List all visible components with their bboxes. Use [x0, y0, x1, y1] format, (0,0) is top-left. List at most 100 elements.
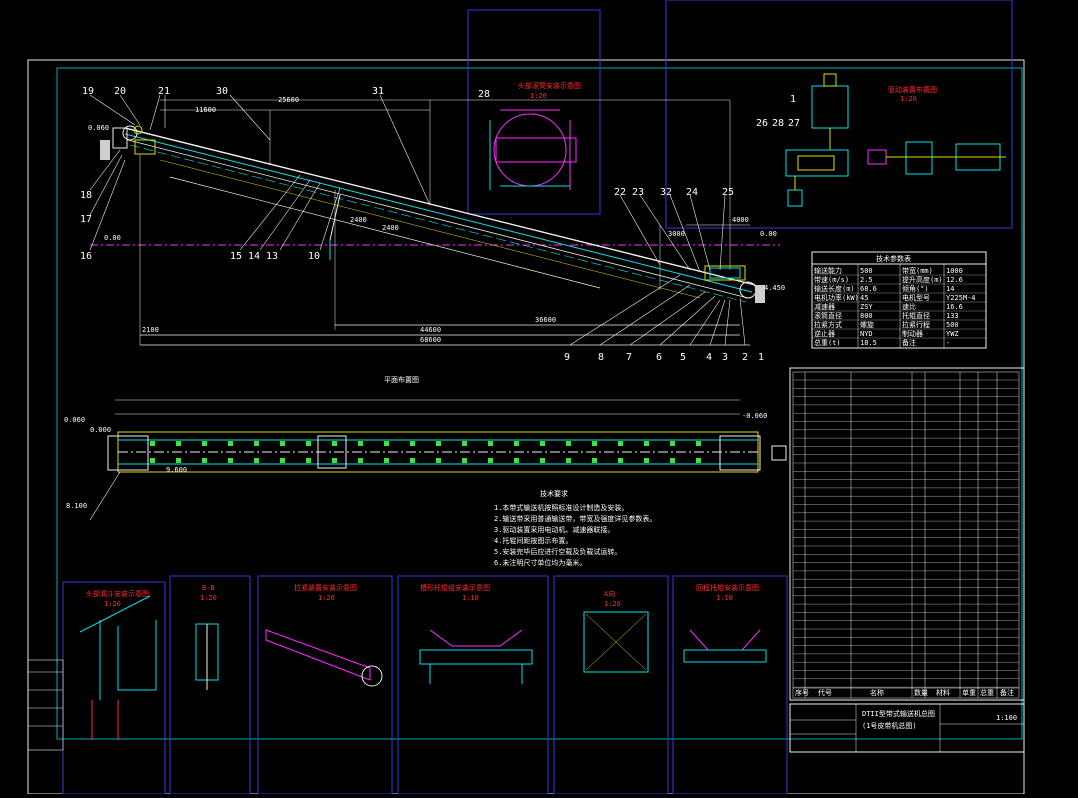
detail-view-1: 头部漏斗安装示意图 1:20 [79, 589, 157, 740]
callout-17: 17 [80, 214, 92, 225]
viewport-d2 [169, 575, 251, 795]
callout-2: 2 [742, 352, 748, 363]
detail-6-title: 回程托辊安装示意图 [696, 583, 759, 592]
param-cell: - [946, 339, 950, 347]
level-ground: 0.00 [104, 234, 121, 242]
idler-mark [540, 458, 545, 463]
conveyor-elevation [89, 94, 780, 346]
idler-mark [384, 458, 389, 463]
detail-view-2: B-B 1:20 [195, 584, 219, 690]
idler-mark [540, 441, 545, 446]
callout-30: 30 [216, 86, 228, 97]
param-cell: 电机型号 [902, 293, 930, 302]
idler-mark [202, 458, 207, 463]
detail-view-5: A向 1:20 [583, 589, 649, 673]
callout-10: 10 [308, 251, 320, 262]
callout-9: 9 [564, 352, 570, 363]
callout-8: 8 [598, 352, 604, 363]
callout-14: 14 [248, 251, 260, 262]
param-cell: 2.5 [860, 276, 873, 284]
callout-28: 28 [478, 89, 490, 100]
idler-mark [254, 458, 259, 463]
bom-header-cell: 数量 [914, 688, 928, 697]
param-cell: 备注 [902, 338, 916, 347]
detail-view-6: 回程托辊安装示意图 1:10 [683, 583, 767, 663]
param-cell: 133 [946, 312, 959, 320]
viewport-head-detail [467, 9, 601, 215]
detail-3-title: 拉紧装置安装示意图 [294, 583, 357, 592]
bom-header-cell: 总重 [980, 688, 994, 697]
viewport-d3 [257, 575, 393, 795]
idler-mark [566, 441, 571, 446]
idler-mark [228, 441, 233, 446]
detail-3-scale: 1:20 [318, 594, 335, 602]
idler-mark [358, 458, 363, 463]
detail-4-scale: 1:10 [462, 594, 479, 602]
idler-mark [670, 458, 675, 463]
plan-level-1: 0.060 [64, 416, 85, 424]
param-cell: 减速器 [814, 302, 835, 311]
idler-mark [176, 458, 181, 463]
level-head: 0.060 [88, 124, 109, 132]
technical-notes: 技术要求 1.本带式输送机按照标准设计制造及安装。 2.输送带采用普通输送带，带… [494, 489, 656, 567]
idler-mark [696, 458, 701, 463]
param-cell: 提升高度(m) [902, 275, 943, 284]
param-cell: 输送能力 [814, 266, 842, 275]
drive-callout-27: 27 [788, 118, 800, 129]
param-cell: ZSY [860, 303, 873, 311]
idler-mark [410, 458, 415, 463]
detail-1-title: 头部漏斗安装示意图 [86, 589, 149, 598]
callout-16: 16 [80, 251, 92, 262]
dim-36600: 36600 [535, 316, 556, 324]
callout-6: 6 [656, 352, 662, 363]
callout-32: 32 [660, 187, 672, 198]
detail-2-title: B-B [202, 584, 215, 592]
dim-44600: 44600 [420, 326, 441, 334]
detail-4-title: 槽形托辊组安装示意图 [420, 583, 490, 592]
drive-callout-26: 26 [756, 118, 768, 129]
param-cell: 逆止器 [814, 329, 835, 338]
notes-title: 技术要求 [540, 489, 568, 498]
dim-2100: 2100 [142, 326, 159, 334]
param-cell: 滚筒直径 [814, 311, 842, 320]
idler-mark [696, 441, 701, 446]
idler-mark [176, 441, 181, 446]
dim-25600: 25600 [278, 96, 299, 104]
callout-4: 4 [706, 352, 712, 363]
detail-view-3: 拉紧装置安装示意图 1:20 [265, 583, 383, 687]
bom-header-cell: 名称 [870, 688, 884, 697]
idler-mark [332, 441, 337, 446]
callout-18: 18 [80, 190, 92, 201]
callout-7: 7 [626, 352, 632, 363]
title-scale: 1:100 [996, 714, 1017, 722]
param-cell: 16.6 [946, 303, 963, 311]
idler-mark [306, 441, 311, 446]
idler-mark [254, 441, 259, 446]
bom-header-cell: 单重 [962, 688, 976, 697]
detail-2-scale: 1:20 [200, 594, 217, 602]
level-right-tail: 4.450 [764, 284, 785, 292]
idler-mark [488, 458, 493, 463]
title-line1: DTII型带式输送机总图 [862, 709, 935, 718]
plan-level-4: 9.600 [166, 466, 187, 474]
dim-2400b: 2400 [382, 224, 399, 232]
idler-mark [410, 441, 415, 446]
callout-21: 21 [158, 86, 170, 97]
drive-title: 驱动装置布置图 [888, 85, 937, 94]
param-cell: 1000 [946, 267, 963, 275]
drive-layout-view: 驱动装置布置图 1:20 1 26 28 27 [756, 73, 1006, 207]
param-cell: 68.6 [860, 285, 877, 293]
plan-title: 平面布置图 [384, 375, 419, 384]
idler-mark [150, 458, 155, 463]
param-cell: 拉紧方式 [814, 320, 842, 329]
param-cell: 500 [946, 321, 959, 329]
head-detail-scale: 1:20 [530, 92, 547, 100]
idler-mark [644, 441, 649, 446]
idler-mark [332, 458, 337, 463]
detail-6-scale: 1:10 [716, 594, 733, 602]
idler-mark [592, 441, 597, 446]
drawing-border [27, 59, 1025, 795]
note-1: 1.本带式输送机按照标准设计制造及安装。 [494, 503, 628, 512]
param-cell: 托辊直径 [902, 311, 930, 320]
